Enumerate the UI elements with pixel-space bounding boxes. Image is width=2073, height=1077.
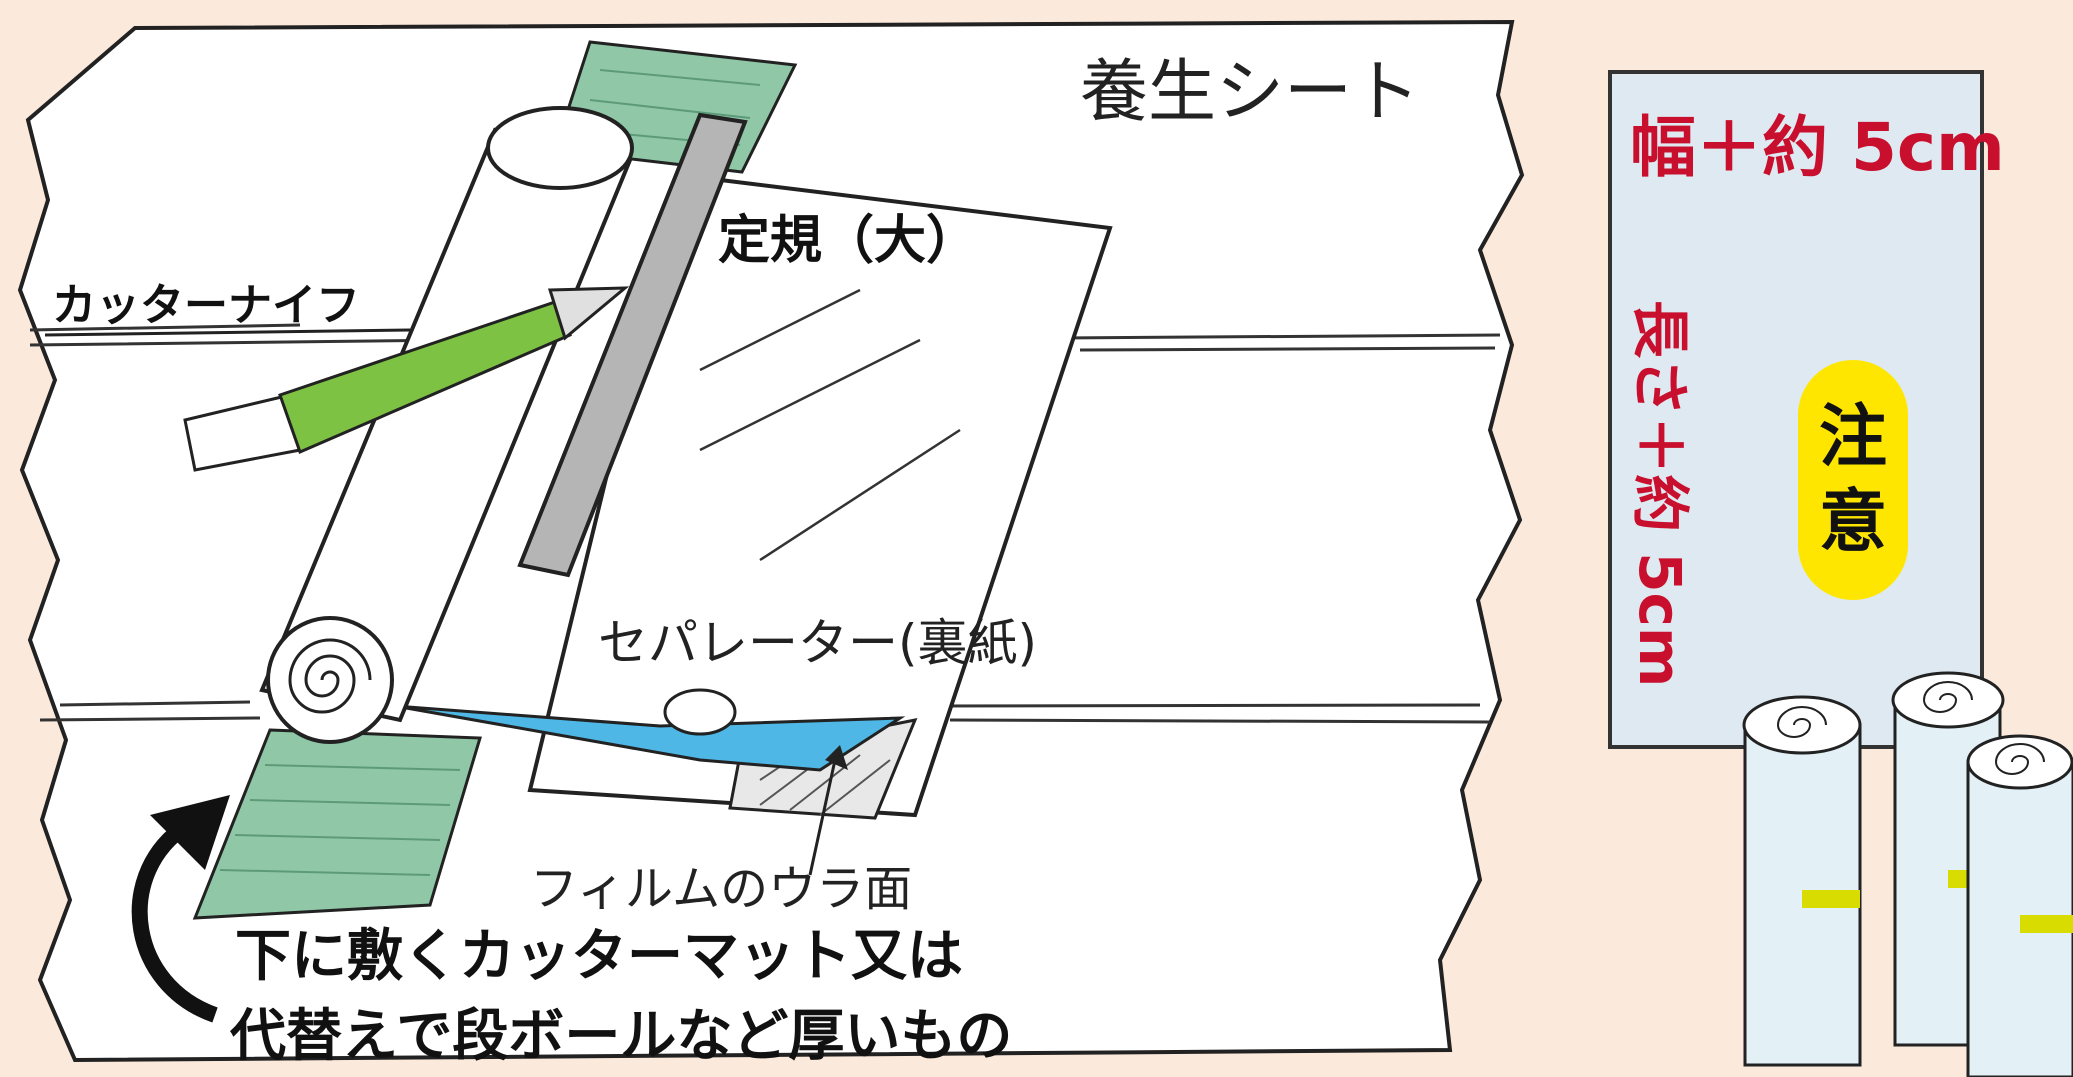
table-edge-lines xyxy=(29,323,1501,724)
mat-caption-line1: 下に敷くカッターマット又は xyxy=(235,924,963,989)
separator-curl xyxy=(663,688,737,736)
film-back-pointer xyxy=(808,759,837,876)
caution-badge xyxy=(1798,360,1908,600)
pointer-head-icon xyxy=(825,745,848,770)
film-rolls-icon xyxy=(1742,671,2073,1077)
cutter-knife-icon xyxy=(183,286,630,472)
cutter-label-underline xyxy=(44,328,411,337)
film-roll-spiral xyxy=(288,638,372,714)
separator-peel xyxy=(394,704,906,772)
ruler xyxy=(517,112,748,578)
cutter-knife-label: カッターナイフ xyxy=(52,280,360,331)
arrowhead-icon xyxy=(150,795,230,870)
curved-arrow-icon xyxy=(131,823,218,1023)
width-text: 幅＋約 5cm xyxy=(1630,109,2005,186)
film-back-hatching xyxy=(759,754,891,816)
ruler-label: 定規（大） xyxy=(718,211,978,271)
film-reflection-lines xyxy=(699,288,961,562)
mat-caption-line2: 代替えで段ボールなど厚いもの xyxy=(229,1004,1012,1069)
film-back-label: フィルムのウラ面 xyxy=(530,861,912,917)
caution-text-2: 意 xyxy=(1819,483,1887,562)
separator-label: セパレーター(裏紙) xyxy=(598,614,1037,672)
length-text: 長さ＋約 5cm xyxy=(1626,300,1694,687)
size-card xyxy=(1608,70,1984,749)
protective-sheet-label: 養生シート xyxy=(1080,53,1420,132)
mat-hatching xyxy=(219,69,761,876)
film-sheet xyxy=(527,172,1113,818)
film-roll-end xyxy=(266,616,394,744)
film-roll-top xyxy=(486,106,634,190)
caution-text: 注 xyxy=(1819,398,1887,477)
